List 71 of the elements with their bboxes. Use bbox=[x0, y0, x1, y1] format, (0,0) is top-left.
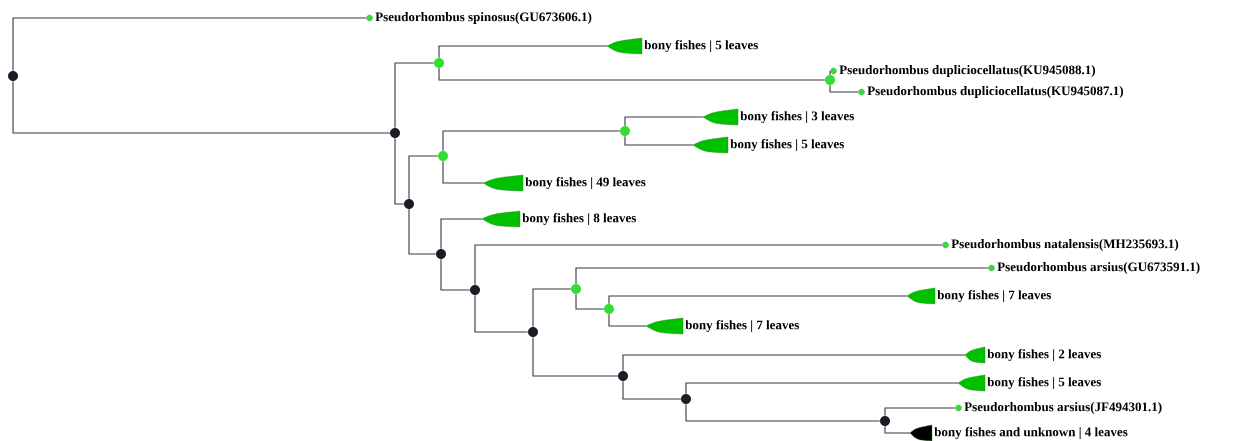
node-label: bony fishes | 7 leaves bbox=[685, 320, 799, 332]
tree-branch bbox=[575, 293, 605, 310]
tree-branch bbox=[394, 137, 405, 205]
tree-branch bbox=[622, 380, 682, 400]
branch-node bbox=[470, 285, 480, 295]
tree-branch bbox=[884, 425, 911, 434]
collapsed-clade: bony fishes | 5 leaves bbox=[692, 136, 844, 154]
tree-branch bbox=[440, 258, 471, 291]
tree-branch bbox=[442, 160, 484, 184]
tree-branch bbox=[474, 294, 529, 333]
collapsed-clade: bony fishes | 3 leaves bbox=[702, 108, 854, 126]
collapsed-clade: bony fishes | 5 leaves bbox=[606, 37, 758, 55]
tree-branch bbox=[624, 116, 704, 127]
tree-branch bbox=[394, 62, 435, 129]
tree-branch bbox=[624, 135, 694, 146]
node-label: bony fishes | 5 leaves bbox=[730, 139, 844, 151]
collapsed-clade: bony fishes | 49 leaves bbox=[482, 174, 646, 192]
taxon-label: Pseudorhombus spinosus(GU673606.1) bbox=[366, 12, 592, 24]
tree-branch bbox=[408, 155, 439, 200]
node-label: bony fishes | 3 leaves bbox=[740, 111, 854, 123]
taxon-label: Pseudorhombus arsius(GU673591.1) bbox=[988, 262, 1200, 274]
node-label: bony fishes | 5 leaves bbox=[987, 377, 1101, 389]
branch-node bbox=[8, 71, 18, 81]
tree-branch bbox=[12, 80, 391, 134]
tree-branch bbox=[575, 267, 989, 285]
tree-branch bbox=[829, 84, 859, 93]
branch-node bbox=[681, 394, 691, 404]
branch-node bbox=[404, 199, 414, 209]
branch-node bbox=[620, 126, 630, 136]
tree-branch bbox=[442, 130, 621, 152]
tree-branch bbox=[532, 336, 619, 377]
taxon-label: Pseudorhombus dupliciocellatus(KU945088.1) bbox=[830, 65, 1096, 77]
tree-branch bbox=[622, 354, 966, 372]
tree-branch bbox=[438, 45, 608, 59]
tree-branch bbox=[408, 208, 437, 255]
collapsed-clade: bony fishes | 5 leaves bbox=[957, 374, 1101, 392]
branch-node bbox=[604, 304, 614, 314]
node-label: bony fishes | 2 leaves bbox=[987, 349, 1101, 361]
collapsed-clade: bony fishes and unknown | 4 leaves bbox=[909, 424, 1128, 441]
branch-node bbox=[438, 151, 448, 161]
branch-node bbox=[825, 75, 835, 85]
branch-node bbox=[880, 416, 890, 426]
branch-node bbox=[528, 327, 538, 337]
node-label: bony fishes | 7 leaves bbox=[937, 290, 1051, 302]
collapsed-clade: bony fishes | 2 leaves bbox=[964, 346, 1101, 364]
tree-branch bbox=[438, 67, 826, 81]
tree-branch bbox=[829, 70, 831, 76]
branch-node bbox=[390, 128, 400, 138]
branch-node bbox=[571, 284, 581, 294]
node-label: bony fishes and unknown | 4 leaves bbox=[934, 427, 1128, 439]
branch-node bbox=[436, 249, 446, 259]
tree-branch bbox=[608, 313, 647, 327]
collapsed-clade: bony fishes | 7 leaves bbox=[906, 287, 1051, 305]
tree-branch bbox=[884, 407, 956, 417]
node-label: bony fishes | 5 leaves bbox=[644, 40, 758, 52]
tree-branch bbox=[532, 288, 572, 328]
branch-node bbox=[618, 371, 628, 381]
collapsed-clade: bony fishes | 7 leaves bbox=[645, 317, 799, 335]
node-label: bony fishes | 8 leaves bbox=[522, 213, 636, 225]
tree-branch bbox=[685, 382, 959, 395]
tree-branch bbox=[440, 218, 483, 250]
tree-branch bbox=[685, 403, 881, 422]
tree-branch bbox=[608, 295, 908, 305]
taxon-label: Pseudorhombus dupliciocellatus(KU945087.1) bbox=[858, 86, 1124, 98]
tree-branch bbox=[474, 244, 943, 286]
collapsed-clade: bony fishes | 8 leaves bbox=[481, 210, 636, 228]
taxon-label: Pseudorhombus natalensis(MH235693.1) bbox=[942, 239, 1179, 251]
taxon-label: Pseudorhombus arsius(JF494301.1) bbox=[955, 402, 1162, 414]
node-label: bony fishes | 49 leaves bbox=[525, 177, 646, 189]
branch-node bbox=[434, 58, 444, 68]
tree-branch bbox=[12, 17, 367, 72]
